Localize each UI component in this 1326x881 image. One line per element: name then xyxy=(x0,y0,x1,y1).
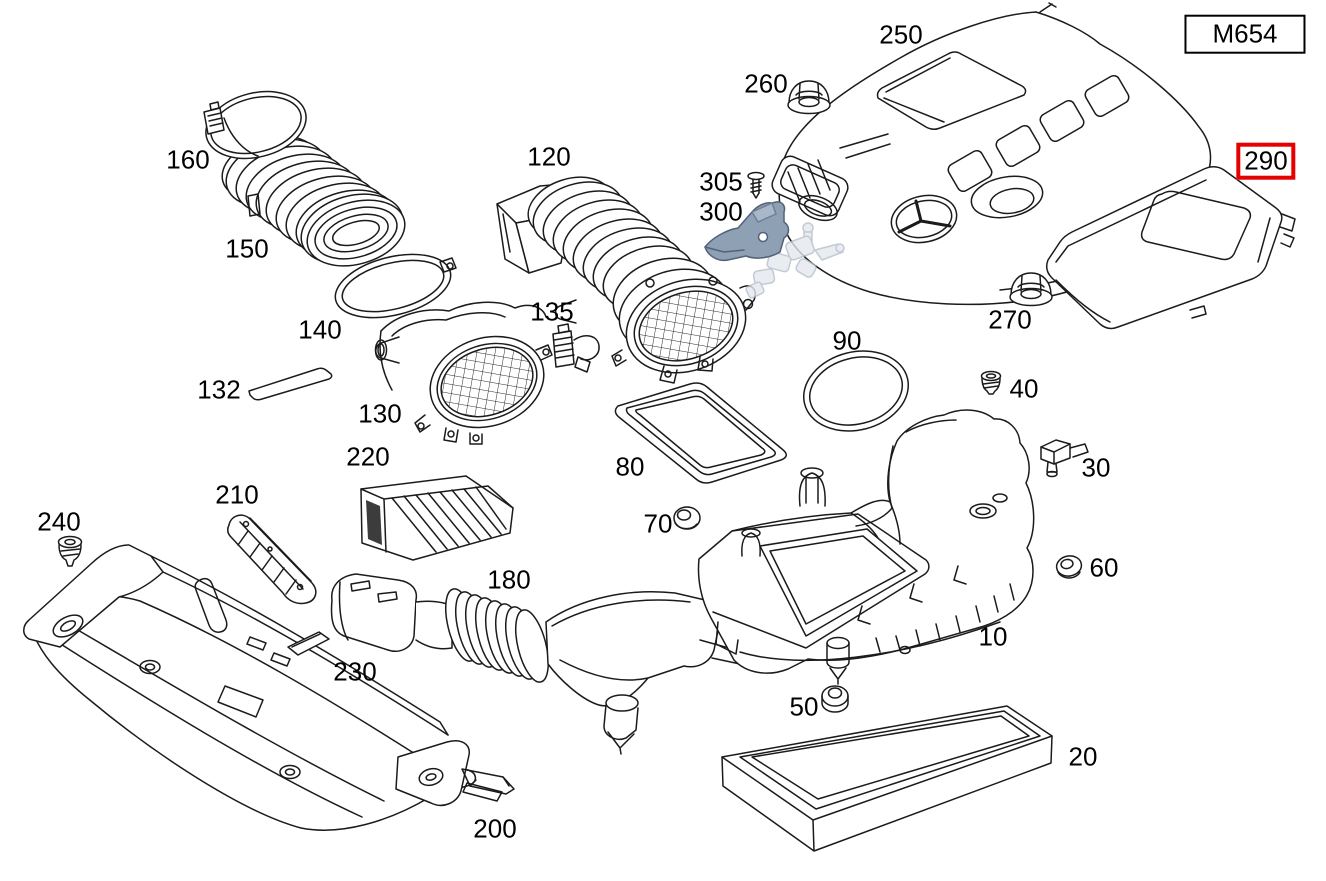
part-220-resonator-drawing xyxy=(360,475,514,561)
callout-305[interactable]: 305 xyxy=(699,166,743,197)
part-132-strip-drawing xyxy=(248,367,333,401)
part-70-grommet-drawing xyxy=(673,506,701,530)
callout-220[interactable]: 220 xyxy=(346,441,390,472)
callout-300[interactable]: 300 xyxy=(699,196,743,227)
part-90-seal-ring-drawing xyxy=(802,350,910,432)
part-10-filter-housing-drawing xyxy=(697,409,1035,685)
part-300-bracket-drawing xyxy=(704,201,790,262)
callout-20[interactable]: 20 xyxy=(1068,741,1098,772)
callout-250[interactable]: 250 xyxy=(879,19,923,50)
callout-60[interactable]: 60 xyxy=(1089,552,1119,583)
callout-130[interactable]: 130 xyxy=(358,398,402,429)
callout-135[interactable]: 135 xyxy=(530,296,574,327)
callout-150[interactable]: 150 xyxy=(225,233,269,264)
part-240-clip-drawing xyxy=(57,535,83,567)
callout-132[interactable]: 132 xyxy=(197,374,241,405)
part-135-sensor-drawing xyxy=(552,323,600,373)
model-code-box: M654 xyxy=(1184,14,1306,54)
callout-10[interactable]: 10 xyxy=(978,621,1008,652)
part-260-grommet-drawing xyxy=(787,80,831,115)
part-130-air-housing-drawing xyxy=(374,301,553,445)
part-80-gasket-drawing xyxy=(614,382,787,484)
callout-50[interactable]: 50 xyxy=(789,691,819,722)
callout-230[interactable]: 230 xyxy=(333,656,377,687)
callout-140[interactable]: 140 xyxy=(298,314,342,345)
part-290-cover-panel-drawing xyxy=(1045,166,1296,330)
callout-80[interactable]: 80 xyxy=(615,451,645,482)
callout-260[interactable]: 260 xyxy=(744,68,788,99)
callout-270[interactable]: 270 xyxy=(988,304,1032,335)
callout-160[interactable]: 160 xyxy=(166,144,210,175)
part-180-intake-duct-drawing xyxy=(330,573,746,755)
callout-120[interactable]: 120 xyxy=(527,141,571,172)
ghost-assembly-drawing xyxy=(745,222,845,299)
callout-40[interactable]: 40 xyxy=(1009,373,1039,404)
part-230-strip-drawing xyxy=(287,631,330,656)
part-210-grille-drawing xyxy=(226,514,317,605)
part-40-clip-drawing xyxy=(980,370,1002,395)
part-50-grommet-drawing xyxy=(821,685,849,713)
callout-210[interactable]: 210 xyxy=(215,479,259,510)
callout-70[interactable]: 70 xyxy=(643,508,673,539)
part-140-seal-ring-drawing xyxy=(334,253,457,319)
part-160-hose-clamp-drawing xyxy=(203,90,307,160)
part-200-cowl-panel-drawing xyxy=(23,544,515,831)
callout-200[interactable]: 200 xyxy=(473,813,517,844)
part-120-air-duct-drawing xyxy=(496,176,756,384)
callout-90[interactable]: 90 xyxy=(832,325,862,356)
callout-240[interactable]: 240 xyxy=(37,506,81,537)
part-30-sensor-drawing xyxy=(1040,439,1089,478)
callout-30[interactable]: 30 xyxy=(1081,452,1111,483)
part-150-bellows-drawing xyxy=(221,135,406,267)
part-20-filter-element-drawing xyxy=(721,705,1053,852)
part-60-grommet-drawing xyxy=(1055,555,1083,579)
callout-180[interactable]: 180 xyxy=(487,564,531,595)
part-305-screw-drawing xyxy=(747,171,765,199)
callout-290-highlighted[interactable]: 290 xyxy=(1236,142,1296,180)
